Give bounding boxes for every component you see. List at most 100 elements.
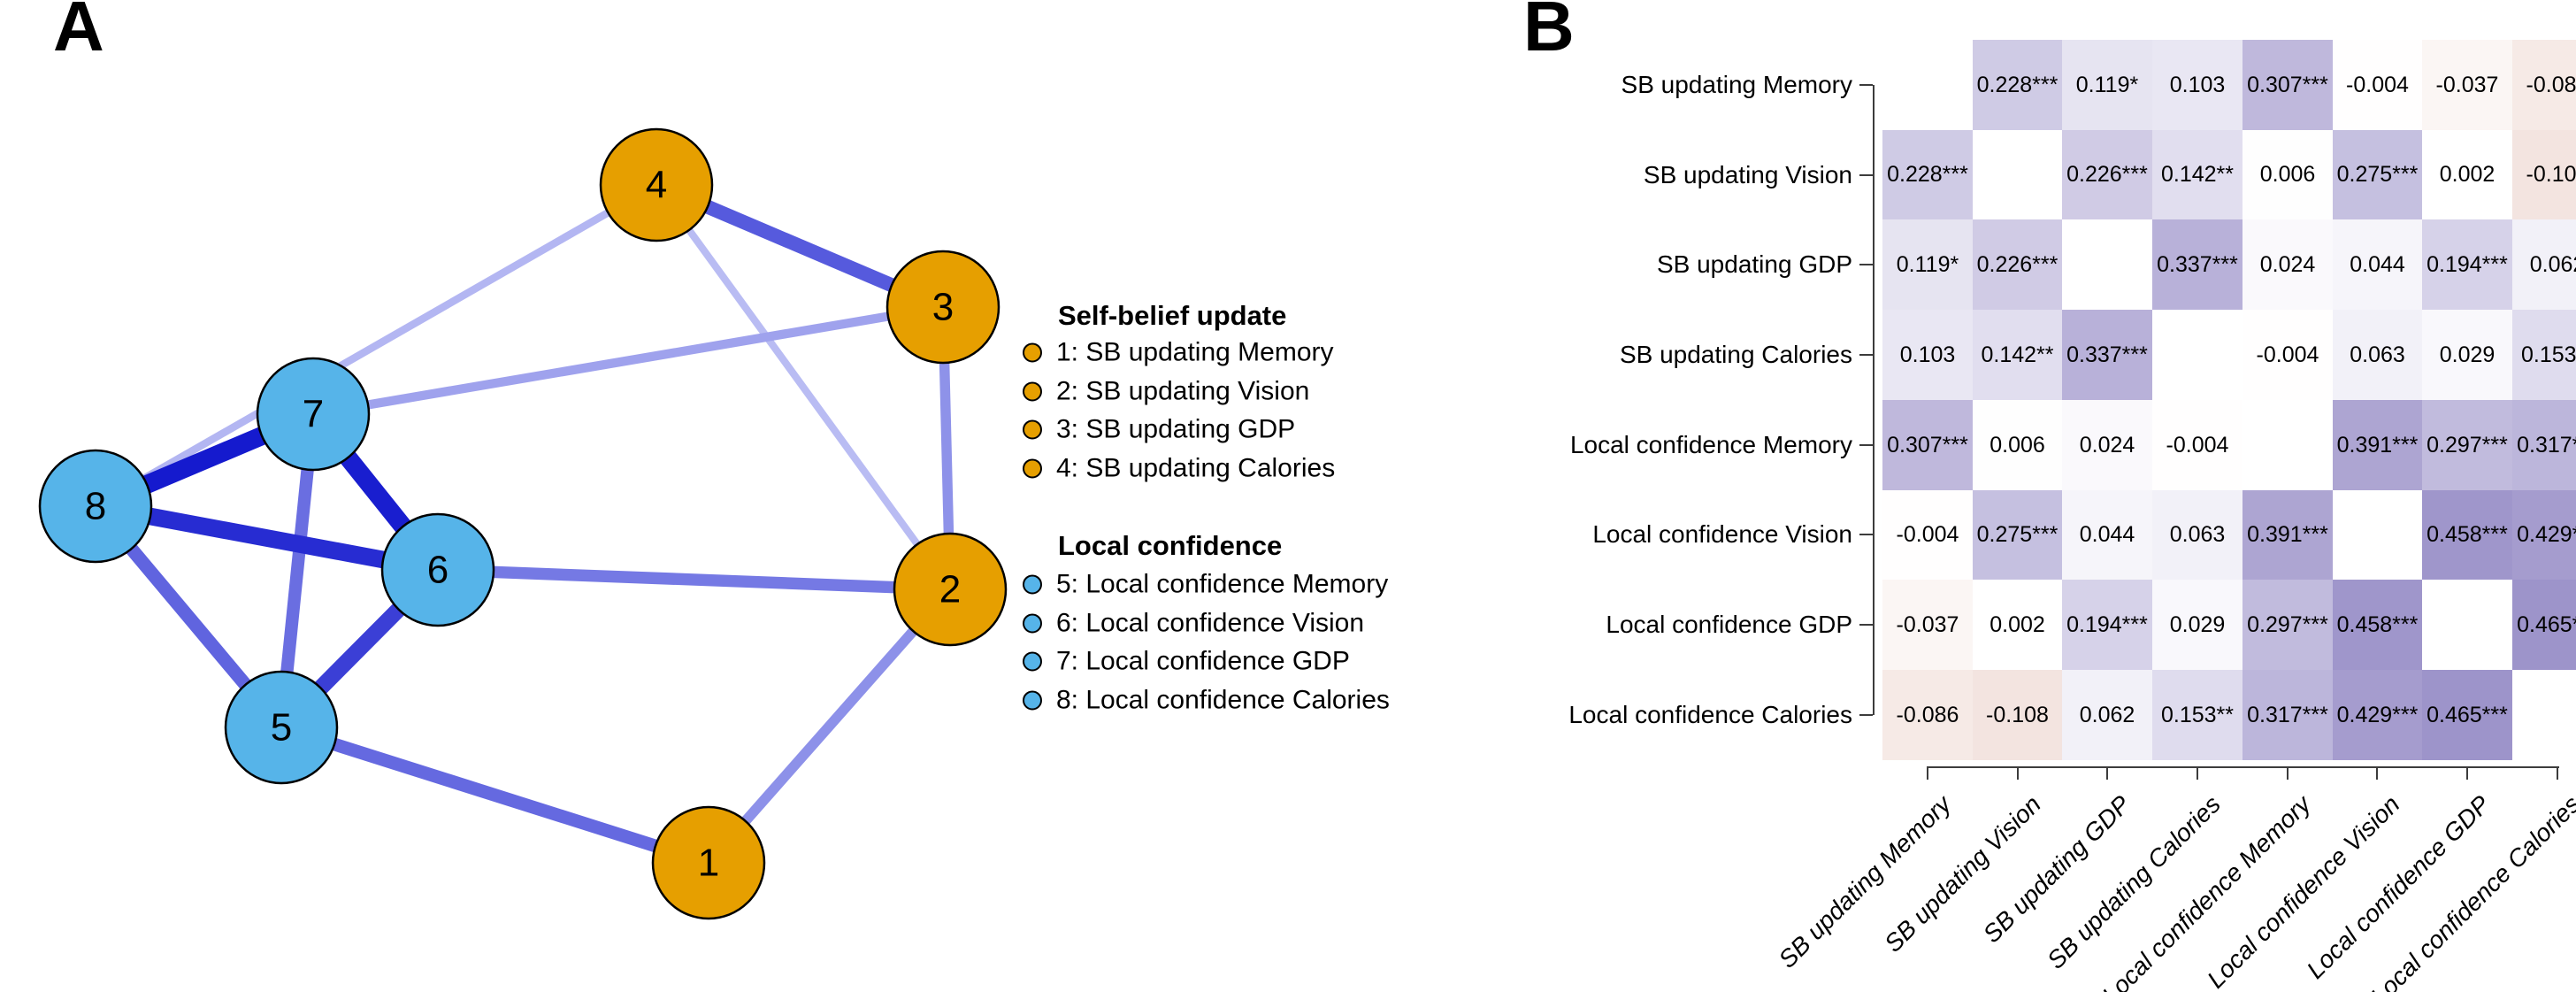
heatmap-cell-r7-c4: 0.029 bbox=[2152, 580, 2242, 670]
heatmap-col-label: SB updating Calories bbox=[2041, 790, 2226, 974]
heatmap-cell-r4-c5: -0.004 bbox=[2242, 310, 2333, 400]
heatmap-cell-r8-c4: 0.153** bbox=[2152, 670, 2242, 760]
heatmap-cell-r3-c5: 0.024 bbox=[2242, 219, 2333, 310]
heatmap-x-tick bbox=[2376, 766, 2378, 780]
heatmap-cell-r7-c3: 0.194*** bbox=[2062, 580, 2152, 670]
heatmap-y-tick bbox=[1859, 84, 1873, 86]
heatmap-cell-r5-c8: 0.317*** bbox=[2512, 400, 2576, 490]
heatmap-cell-r3-c1: 0.119* bbox=[1882, 219, 1973, 310]
network-edge-2-6 bbox=[437, 564, 951, 596]
network-node-label-1: 1 bbox=[698, 842, 719, 885]
heatmap-cell-r4-c6: 0.063 bbox=[2333, 310, 2422, 400]
network-node-7: 7 bbox=[256, 357, 371, 472]
heatmap-cell-r8-c5: 0.317*** bbox=[2242, 670, 2333, 760]
heatmap-x-tick bbox=[2466, 766, 2468, 780]
network-node-1: 1 bbox=[651, 805, 766, 920]
heatmap-cell-r3-c2: 0.226*** bbox=[1973, 219, 2062, 310]
heatmap-y-tick bbox=[1859, 264, 1873, 265]
heatmap-cell-r2-c6: 0.275*** bbox=[2333, 130, 2422, 219]
legend-item: 4: SB updating Calories bbox=[1023, 452, 1335, 483]
heatmap-cell-r4-c3: 0.337*** bbox=[2062, 310, 2152, 400]
network-node-circle-8 bbox=[38, 449, 153, 564]
heatmap-row-label: SB updating Calories bbox=[1619, 341, 1852, 368]
legend-dot-icon bbox=[1023, 651, 1042, 672]
heatmap-cell-r2-c5: 0.006 bbox=[2242, 130, 2333, 219]
legend-header-self-belief: Self-belief update bbox=[1058, 300, 1287, 331]
legend-dot-icon bbox=[1023, 458, 1042, 479]
network-legend: Self-belief update Local confidence 1: S… bbox=[0, 0, 1390, 992]
heatmap-cell-r7-c6: 0.458*** bbox=[2333, 580, 2422, 670]
heatmap-x-tick bbox=[2557, 766, 2558, 780]
heatmap-y-tick bbox=[1859, 624, 1873, 626]
legend-item: 8: Local confidence Calories bbox=[1023, 684, 1390, 715]
heatmap-row-label: SB updating Vision bbox=[1643, 161, 1852, 188]
heatmap-cell-r5-c5 bbox=[2242, 400, 2333, 490]
legend-dot-icon bbox=[1023, 690, 1042, 711]
heatmap-cell-r7-c8: 0.465*** bbox=[2512, 580, 2576, 670]
heatmap-cell-r5-c6: 0.391*** bbox=[2333, 400, 2422, 490]
legend-item-label: 6: Local confidence Vision bbox=[1056, 608, 1365, 638]
panel-a-label: A bbox=[53, 0, 104, 65]
legend-item: 7: Local confidence GDP bbox=[1023, 646, 1350, 677]
heatmap-cell-r1-c6: -0.004 bbox=[2333, 40, 2422, 130]
heatmap-cell-r5-c1: 0.307*** bbox=[1882, 400, 1973, 490]
heatmap-cell-r3-c4: 0.337*** bbox=[2152, 219, 2242, 310]
heatmap-cell-r6-c6 bbox=[2333, 490, 2422, 580]
heatmap-cell-r1-c7: -0.037 bbox=[2422, 40, 2512, 130]
network-node-circle-5 bbox=[224, 670, 339, 785]
heatmap-cell-r5-c4: -0.004 bbox=[2152, 400, 2242, 490]
heatmap-cell-r6-c8: 0.429*** bbox=[2512, 490, 2576, 580]
heatmap-row-label: Local confidence Vision bbox=[1592, 520, 1852, 548]
legend-item: 6: Local confidence Vision bbox=[1023, 607, 1364, 638]
heatmap-cell-r2-c1: 0.228*** bbox=[1882, 130, 1973, 219]
heatmap-cell-r2-c2 bbox=[1973, 130, 2062, 219]
heatmap-x-tick bbox=[2017, 766, 2019, 780]
network-edge-4-8 bbox=[93, 181, 659, 510]
heatmap-cell-r5-c2: 0.006 bbox=[1973, 400, 2062, 490]
heatmap-cell-r2-c3: 0.226*** bbox=[2062, 130, 2152, 219]
heatmap-x-tick bbox=[2106, 766, 2108, 780]
heatmap-row-label: SB updating GDP bbox=[1656, 250, 1852, 278]
heatmap-cell-r2-c7: 0.002 bbox=[2422, 130, 2512, 219]
legend-item: 1: SB updating Memory bbox=[1023, 336, 1334, 367]
legend-dot-icon bbox=[1023, 381, 1042, 402]
network-node-3: 3 bbox=[886, 250, 1000, 365]
heatmap-cell-r8-c7: 0.465*** bbox=[2422, 670, 2512, 760]
network-node-2: 2 bbox=[893, 532, 1008, 647]
network-node-label-7: 7 bbox=[303, 393, 324, 436]
heatmap-y-tick bbox=[1859, 174, 1873, 176]
network-node-label-6: 6 bbox=[427, 549, 448, 592]
heatmap-cell-r2-c4: 0.142** bbox=[2152, 130, 2242, 219]
heatmap-cell-r4-c2: 0.142** bbox=[1973, 310, 2062, 400]
heatmap-cell-r6-c5: 0.391*** bbox=[2242, 490, 2333, 580]
heatmap-cell-r1-c5: 0.307*** bbox=[2242, 40, 2333, 130]
heatmap-cell-r4-c7: 0.029 bbox=[2422, 310, 2512, 400]
network-node-label-8: 8 bbox=[85, 485, 106, 528]
heatmap-cell-r1-c4: 0.103 bbox=[2152, 40, 2242, 130]
network-edge-3-7 bbox=[312, 302, 944, 419]
heatmap-x-tick bbox=[1927, 766, 1928, 780]
heatmap-cell-r8-c6: 0.429*** bbox=[2333, 670, 2422, 760]
legend-item-label: 1: SB updating Memory bbox=[1056, 337, 1334, 367]
network-node-circle-1 bbox=[651, 805, 766, 920]
network-edge-2-4 bbox=[653, 182, 954, 592]
heatmap-cell-r6-c4: 0.063 bbox=[2152, 490, 2242, 580]
heatmap-x-tick bbox=[2196, 766, 2198, 780]
heatmap-col-label: Local confidence GDP bbox=[2301, 790, 2496, 984]
heatmap-cell-r7-c2: 0.002 bbox=[1973, 580, 2062, 670]
network-node-circle-7 bbox=[256, 357, 371, 472]
heatmap-row-label: SB updating Memory bbox=[1621, 71, 1852, 98]
heatmap-col-label: SB updating Vision bbox=[1879, 790, 2046, 957]
legend-item: 2: SB updating Vision bbox=[1023, 375, 1309, 406]
heatmap-cell-r3-c3 bbox=[2062, 219, 2152, 310]
heatmap-y-tick bbox=[1859, 444, 1873, 446]
heatmap-cell-r3-c6: 0.044 bbox=[2333, 219, 2422, 310]
legend-item-label: 8: Local confidence Calories bbox=[1056, 685, 1390, 715]
heatmap-y-tick bbox=[1859, 714, 1873, 716]
legend-item-label: 4: SB updating Calories bbox=[1056, 453, 1336, 483]
heatmap-cell-r8-c3: 0.062 bbox=[2062, 670, 2152, 760]
heatmap-cell-r7-c7 bbox=[2422, 580, 2512, 670]
legend-dot-icon bbox=[1023, 342, 1042, 363]
